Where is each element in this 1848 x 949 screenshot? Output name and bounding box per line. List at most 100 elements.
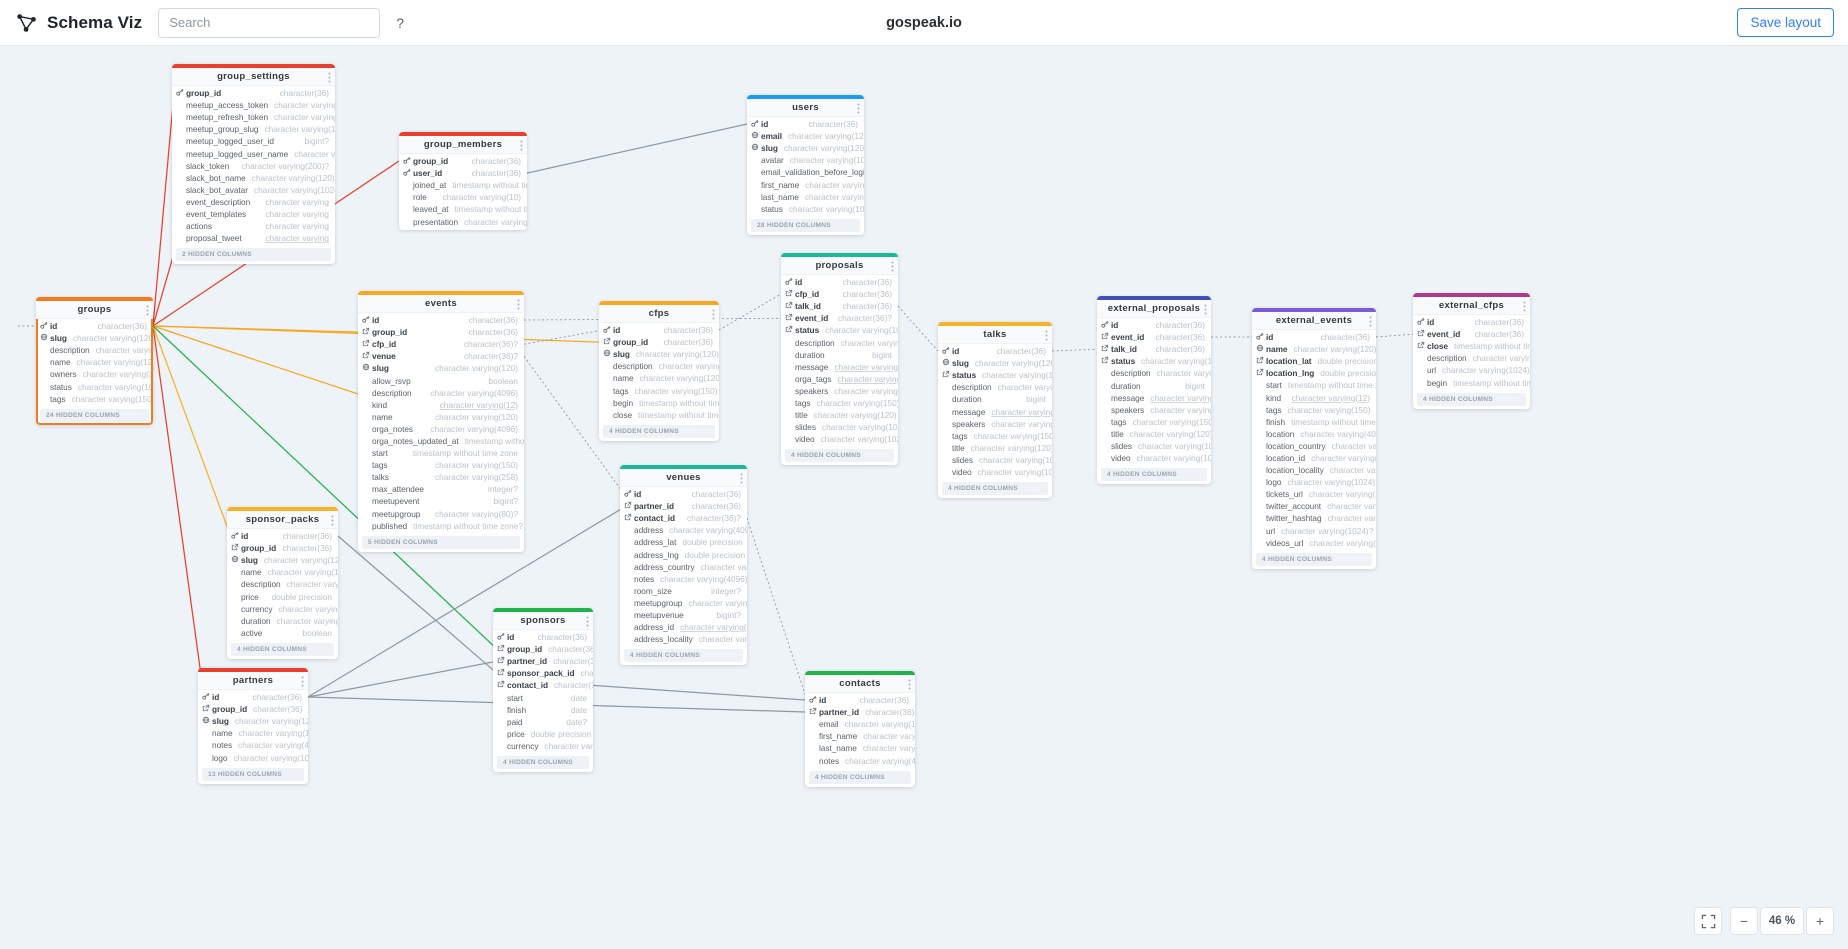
table-menu-icon[interactable]	[1204, 304, 1207, 315]
table-menu-icon[interactable]	[586, 616, 589, 627]
table-header[interactable]: venues	[620, 469, 747, 487]
table-menu-icon[interactable]	[517, 299, 520, 310]
zoom-in-button[interactable]: +	[1806, 907, 1834, 935]
table-menu-icon[interactable]	[1045, 330, 1048, 341]
table-header[interactable]: group_members	[399, 136, 527, 154]
hidden-columns-badge[interactable]: 28 HIDDEN COLUMNS	[751, 218, 860, 232]
table-header[interactable]: events	[358, 295, 524, 313]
table-header[interactable]: external_events	[1252, 312, 1376, 330]
table-header[interactable]: proposals	[781, 257, 898, 275]
hidden-columns-badge[interactable]: 4 HIDDEN COLUMNS	[497, 755, 589, 769]
table-header[interactable]: external_cfps	[1413, 297, 1530, 315]
hidden-columns-badge[interactable]: 4 HIDDEN COLUMNS	[1256, 552, 1372, 566]
hidden-columns-badge[interactable]: 24 HIDDEN COLUMNS	[40, 408, 149, 422]
table-menu-icon[interactable]	[891, 261, 894, 272]
table-menu-icon[interactable]	[520, 140, 523, 151]
table-menu-icon[interactable]	[328, 72, 331, 83]
hidden-columns-badge[interactable]: 4 HIDDEN COLUMNS	[785, 449, 894, 463]
table-menu-icon[interactable]	[301, 676, 304, 687]
table-menu-icon[interactable]	[331, 515, 334, 526]
table-header[interactable]: partners	[198, 672, 308, 690]
table-row[interactable]: email_validation_before_loginboolean	[747, 166, 864, 178]
table-menu-icon[interactable]	[712, 309, 715, 320]
table-menu-icon[interactable]	[857, 103, 860, 114]
hidden-columns-badge[interactable]: 4 HIDDEN COLUMNS	[1101, 468, 1207, 482]
